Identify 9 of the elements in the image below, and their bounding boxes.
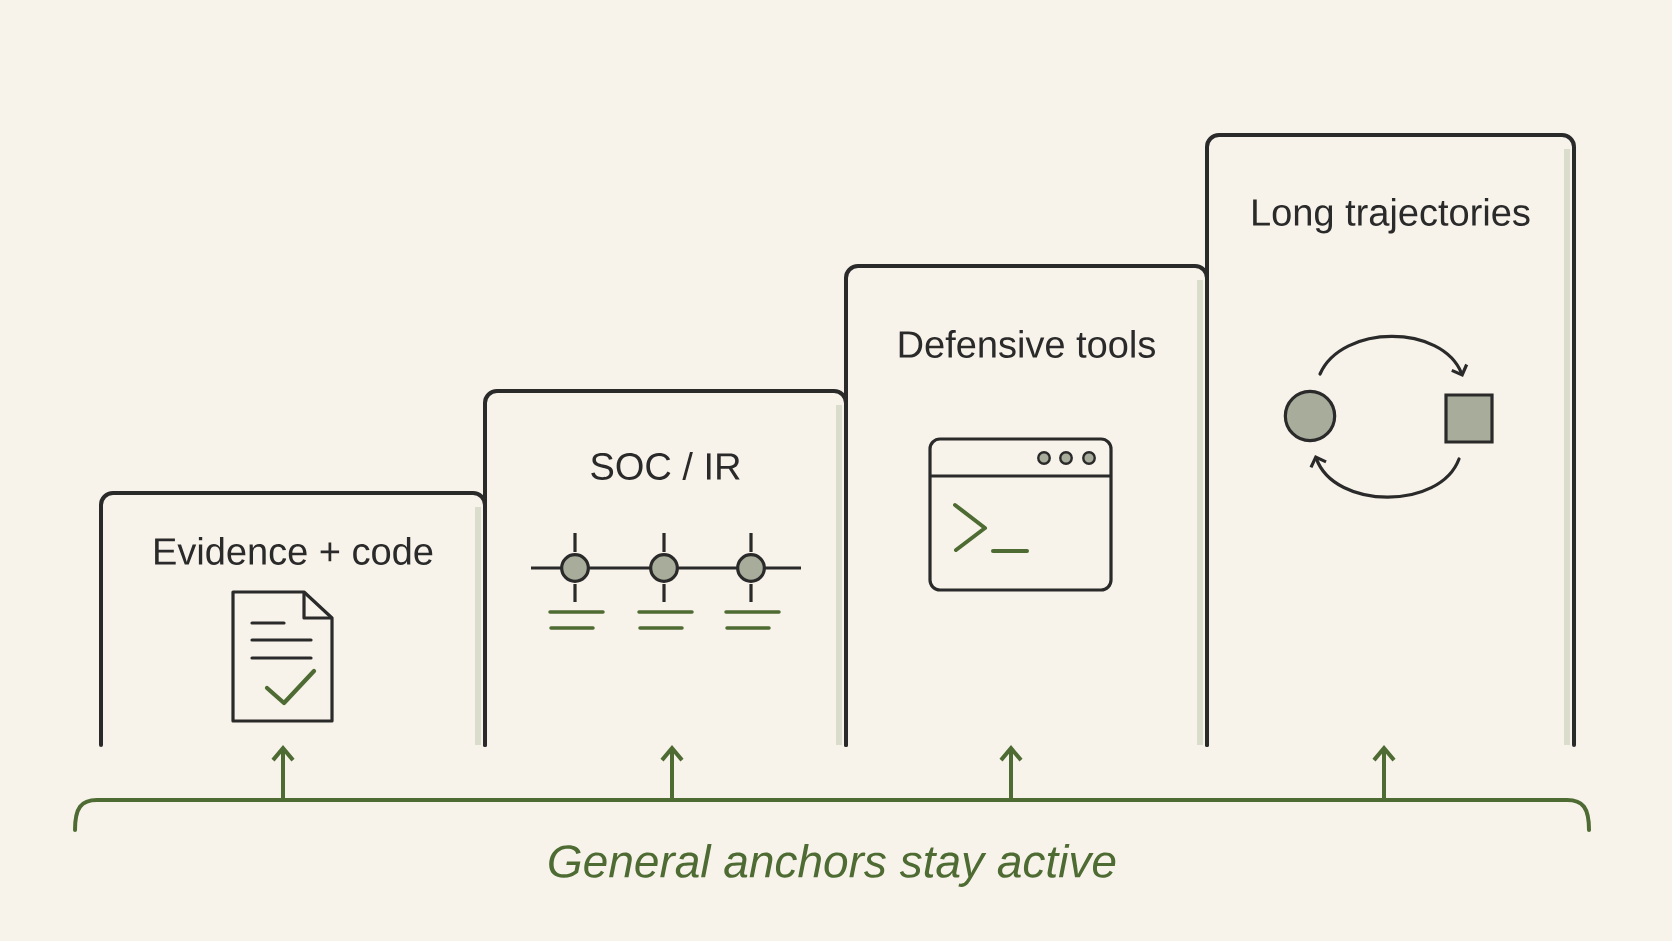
step-box: Long trajectories: [1205, 133, 1576, 747]
arrow: [999, 745, 1023, 800]
step-box: SOC / IR: [483, 389, 848, 747]
bracket: General anchors stay active: [73, 798, 1591, 887]
arrow: [271, 745, 295, 800]
arrow: [660, 745, 684, 800]
arrow: [1372, 745, 1396, 800]
step-box: Defensive tools: [844, 264, 1209, 747]
step-box: Evidence + code: [99, 491, 487, 747]
